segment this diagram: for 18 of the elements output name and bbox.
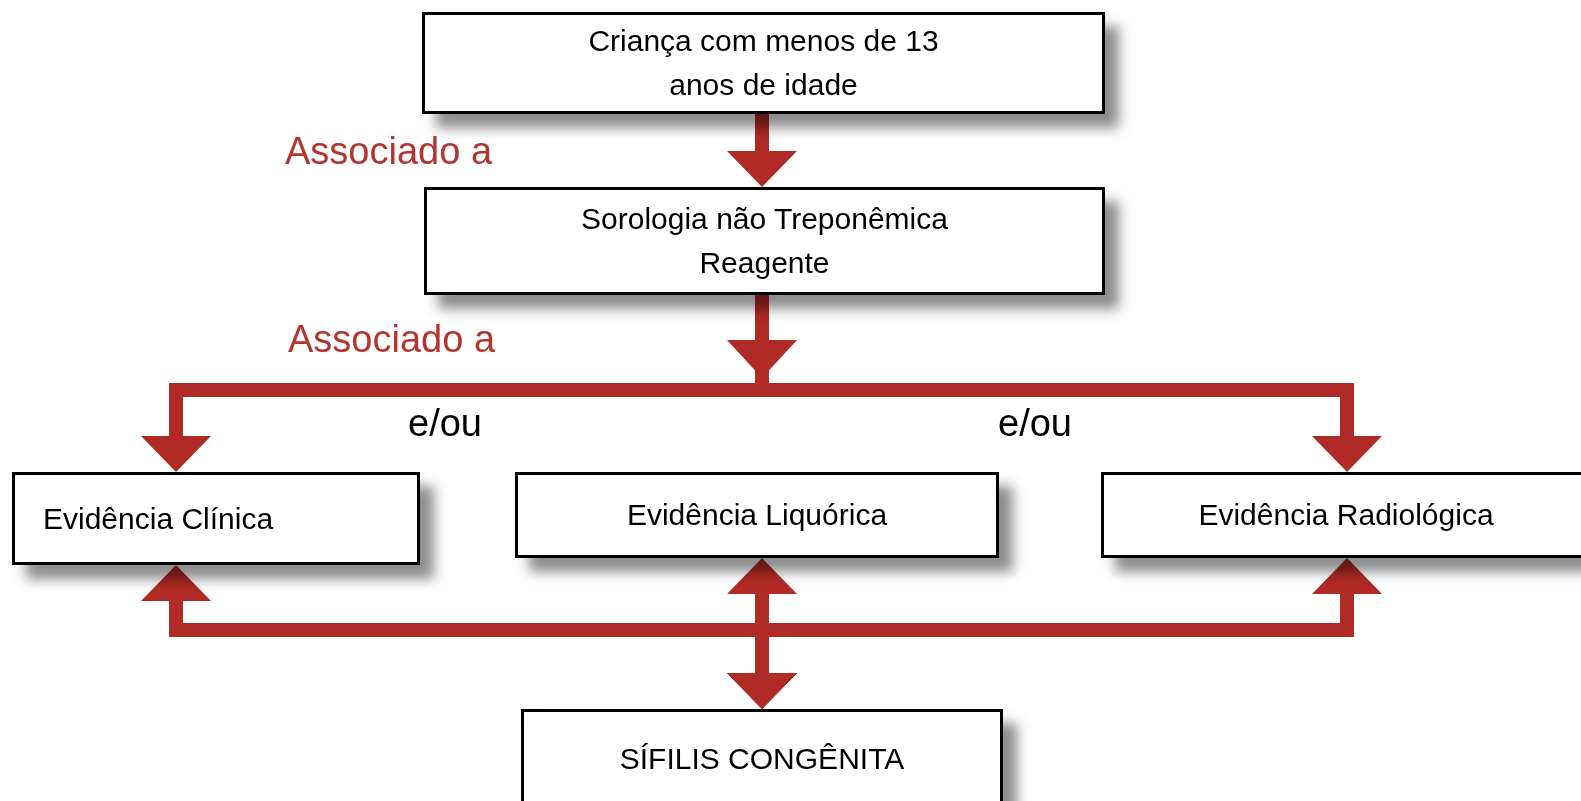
annotation-label: Associado a (288, 317, 495, 362)
process-box (521, 709, 1003, 801)
process-box (515, 472, 999, 558)
conjunction-label: e/ou (998, 401, 1072, 446)
box-label: Evidência Liquórica (626, 497, 888, 533)
process-box (1101, 472, 1581, 558)
box-label: SÍFILIS CONGÊNITA (619, 741, 905, 777)
box-label: Sorologia não Treponêmica Reagente (580, 201, 949, 281)
annotation-label: Associado a (285, 129, 492, 174)
conjunction-label: e/ou (408, 401, 482, 446)
arrow (727, 114, 797, 187)
process-box (424, 187, 1105, 295)
box-label: Evidência Radiológica (1198, 497, 1494, 533)
box-label: Evidência Clínica (43, 500, 274, 537)
process-box (422, 12, 1105, 114)
arrow (727, 558, 1382, 709)
box-label: Criança com menos de 13 anos de idade (587, 23, 940, 103)
process-box (12, 472, 420, 565)
